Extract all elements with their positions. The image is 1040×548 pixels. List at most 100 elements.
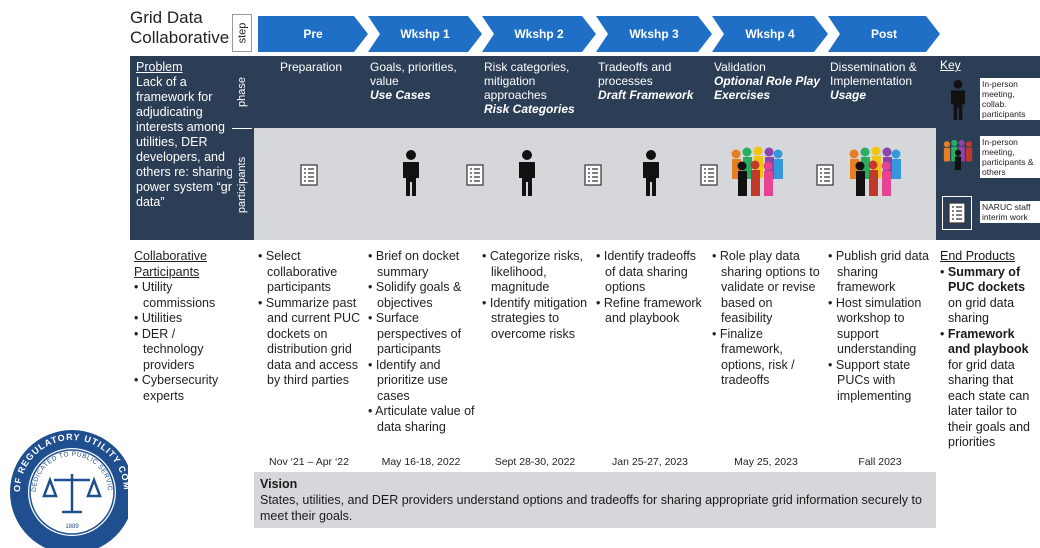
workshop-date: May 25, 2023 bbox=[734, 456, 798, 468]
crowd-icon bbox=[728, 146, 784, 203]
phase-main: Goals, priorities, value bbox=[370, 60, 457, 88]
key-item-2: In-person meeting, participants & others bbox=[980, 136, 1040, 178]
collab-participant-item: DER / technology providers bbox=[134, 327, 234, 374]
key-heading: Key bbox=[940, 58, 961, 72]
step-chevron: Post bbox=[828, 16, 940, 52]
vision-box: Vision States, utilities, and DER provid… bbox=[254, 472, 936, 528]
activity-item: Brief on docket summary bbox=[368, 249, 476, 280]
checklist-icon bbox=[466, 164, 484, 191]
end-product-item: Summary of PUC dockets on grid data shar… bbox=[940, 265, 1040, 327]
phase-main: Dissemination & Implementation bbox=[830, 60, 917, 88]
phase-sub: Usage bbox=[830, 88, 867, 102]
crowd-icon bbox=[846, 146, 902, 203]
activity-item: Articulate value of data sharing bbox=[368, 404, 476, 435]
activities-column: Brief on docket summarySolidify goals & … bbox=[368, 249, 476, 435]
checklist-icon bbox=[816, 164, 834, 191]
activity-item: Role play data sharing options to valida… bbox=[712, 249, 822, 327]
person-icon bbox=[640, 150, 662, 201]
activity-item: Publish grid data sharing framework bbox=[828, 249, 934, 296]
phase-cell: Preparation bbox=[260, 60, 362, 74]
step-label: Pre bbox=[303, 27, 323, 41]
activity-item: Finalize framework, options, risk / trad… bbox=[712, 327, 822, 389]
activity-item: Identify mitigation strategies to overco… bbox=[482, 296, 590, 343]
person-icon bbox=[516, 150, 538, 201]
activity-item: Host simulation workshop to support unde… bbox=[828, 296, 934, 358]
activity-item: Select collaborative participants bbox=[258, 249, 362, 296]
step-label: Wkshp 4 bbox=[745, 27, 795, 41]
row-label-step: step bbox=[232, 14, 252, 52]
workshop-date: Nov ‘21 – Apr ‘22 bbox=[269, 456, 349, 468]
activity-item: Refine framework and playbook bbox=[596, 296, 706, 327]
key-item-3: NARUC staff interim work bbox=[980, 201, 1040, 223]
end-products-heading: End Products bbox=[940, 249, 1016, 263]
problem-text: Lack of a framework for adjudicating int… bbox=[136, 75, 242, 209]
person-icon bbox=[951, 80, 965, 120]
key-doc-frame bbox=[942, 196, 972, 230]
step-label: Wkshp 1 bbox=[400, 27, 450, 41]
row-label-participants-overlay: participants bbox=[232, 128, 252, 240]
phase-sub: Draft Framework bbox=[598, 88, 694, 102]
workshop-date: Fall 2023 bbox=[858, 456, 902, 468]
activities-column: Categorize risks, likelihood, magnitudeI… bbox=[482, 249, 590, 342]
collab-heading: Collaborative Participants bbox=[134, 249, 207, 279]
svg-text:1889: 1889 bbox=[65, 524, 79, 530]
activity-item: Summarize past and current PUC dockets o… bbox=[258, 296, 362, 389]
title-line2: Collaborative bbox=[130, 28, 230, 47]
naruc-seal-logo: OF REGULATORY UTILITY COMMISSIONERS DEDI… bbox=[0, 400, 128, 548]
activity-item: Categorize risks, likelihood, magnitude bbox=[482, 249, 590, 296]
end-products: End Products Summary of PUC dockets on g… bbox=[940, 249, 1040, 451]
phase-main: Preparation bbox=[279, 60, 343, 74]
workshop-date: May 16-18, 2022 bbox=[381, 456, 461, 468]
step-label: Wkshp 3 bbox=[629, 27, 679, 41]
workshop-date: Jan 25-27, 2023 bbox=[612, 456, 688, 468]
checklist-icon bbox=[300, 164, 318, 191]
activities-column: Identify tradeoffs of data sharing optio… bbox=[596, 249, 706, 327]
key-item-1: In-person meeting, collab. participants bbox=[980, 78, 1040, 120]
activity-item: Identify tradeoffs of data sharing optio… bbox=[596, 249, 706, 296]
step-chevron: Wkshp 4 bbox=[712, 16, 828, 52]
diagram-title: Grid Data Collaborative bbox=[130, 8, 229, 48]
workshop-date: Sept 28-30, 2022 bbox=[494, 456, 576, 468]
activities-column: Role play data sharing options to valida… bbox=[712, 249, 822, 389]
crowd-icon bbox=[943, 139, 973, 170]
end-product-item: Framework and playbook for grid data sha… bbox=[940, 327, 1040, 451]
checklist-icon bbox=[700, 164, 718, 191]
step-label: Wkshp 2 bbox=[514, 27, 564, 41]
phase-sub: Risk Categories bbox=[484, 102, 575, 116]
activity-item: Surface perspectives of participants bbox=[368, 311, 476, 358]
step-chevron: Wkshp 2 bbox=[482, 16, 596, 52]
collab-participant-item: Cybersecurity experts bbox=[134, 373, 234, 404]
collaborative-participants: Collaborative Participants Utility commi… bbox=[134, 249, 234, 404]
step-label: Post bbox=[870, 27, 897, 41]
step-chevron: Wkshp 1 bbox=[368, 16, 482, 52]
phase-main: Tradeoffs and processes bbox=[598, 60, 672, 88]
step-chevron: Pre bbox=[258, 16, 368, 52]
activity-item: Identify and prioritize use cases bbox=[368, 358, 476, 405]
problem-heading: Problem bbox=[136, 60, 183, 74]
person-icon bbox=[400, 150, 422, 201]
phase-sub: Optional Role Play Exercises bbox=[714, 74, 821, 102]
key-box: Key In-person meeting, collab. participa… bbox=[936, 56, 1040, 240]
title-line1: Grid Data bbox=[130, 8, 203, 27]
phase-main: Validation bbox=[714, 60, 766, 74]
activity-item: Solidify goals & objectives bbox=[368, 280, 476, 311]
collab-participant-item: Utilities bbox=[134, 311, 234, 327]
row-label-phase-overlay: phase bbox=[232, 56, 252, 128]
step-chevron: Wkshp 3 bbox=[596, 16, 712, 52]
checklist-icon bbox=[584, 164, 602, 191]
phase-sub: Use Cases bbox=[370, 88, 431, 102]
collab-participant-item: Utility commissions bbox=[134, 280, 234, 311]
checklist-icon bbox=[948, 202, 966, 224]
vision-heading: Vision bbox=[260, 477, 298, 491]
activity-item: Support state PUCs with implementing bbox=[828, 358, 934, 405]
activities-column: Publish grid data sharing frameworkHost … bbox=[828, 249, 934, 404]
activities-column: Select collaborative participantsSummari… bbox=[258, 249, 362, 389]
vision-text: States, utilities, and DER providers und… bbox=[260, 493, 922, 523]
phase-band bbox=[130, 56, 936, 128]
phase-main: Risk categories, mitigation approaches bbox=[484, 60, 570, 102]
